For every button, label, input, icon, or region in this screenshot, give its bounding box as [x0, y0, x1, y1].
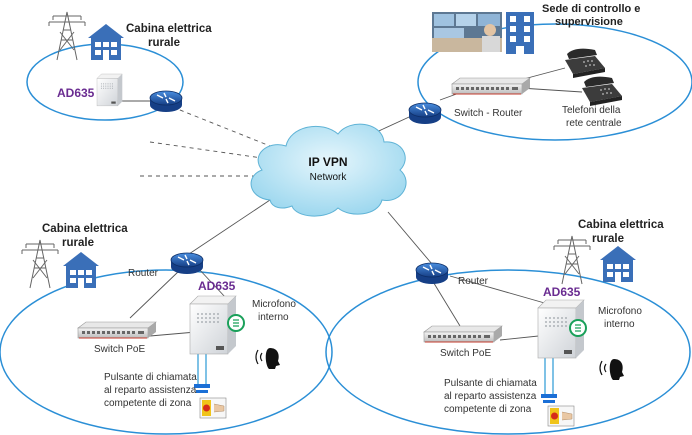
switch-router-label: Switch - Router	[454, 108, 523, 119]
microphone-icon	[227, 314, 245, 332]
power-pylon-icon	[21, 239, 59, 289]
router-label: Router	[458, 276, 489, 287]
site-bottom-right-boundary	[325, 269, 691, 435]
call-button-label-3: competente di zona	[444, 404, 532, 415]
site-bottom-right-label-2: rurale	[592, 233, 624, 245]
ad635-label: AD635	[543, 285, 581, 299]
speaking-person-icon	[255, 347, 281, 370]
router-icon	[408, 102, 442, 125]
call-button-label-1: Pulsante di chiamata	[444, 378, 537, 389]
mic-label-2: interno	[258, 312, 289, 323]
poe-switch-label: Switch PoE	[440, 348, 491, 359]
call-button-connector-icon	[541, 394, 557, 403]
router-icon	[149, 90, 183, 113]
site-top-right-boundary	[417, 23, 692, 141]
call-button-label-3: competente di zona	[104, 398, 192, 409]
poe-switch-icon	[423, 325, 503, 343]
ad635-device-icon	[96, 73, 123, 107]
speaking-person-icon	[599, 358, 625, 381]
power-pylon-icon	[553, 235, 591, 285]
button-cables	[197, 352, 554, 394]
mic-label-1: Microfono	[598, 306, 642, 317]
mic-label-1: Microfono	[252, 299, 296, 310]
call-button-label-2: al reparto assistenza	[104, 385, 197, 396]
site-top-left-label-2: rurale	[148, 37, 180, 49]
site-bottom-left-label-1: Cabina elettrica	[42, 223, 128, 235]
call-button-icon	[547, 405, 575, 427]
desk-phone-icon	[565, 48, 605, 78]
router-icon	[415, 262, 449, 285]
ip-vpn-cloud	[250, 123, 407, 217]
office-building-icon	[506, 12, 534, 54]
ad635-label: AD635	[198, 279, 236, 293]
call-button-icon	[199, 397, 227, 419]
router-icon	[170, 252, 204, 275]
call-button-label-1: Pulsante di chiamata	[104, 372, 197, 383]
router-label: Router	[128, 268, 159, 279]
poe-switch-label: Switch PoE	[94, 344, 145, 355]
microphone-icon	[569, 319, 587, 337]
hq-label-1: Sede di controllo e	[542, 3, 640, 15]
building-icon	[600, 246, 636, 282]
site-bottom-left-boundary	[0, 269, 333, 435]
poe-switch-icon	[77, 321, 157, 339]
hq-label-2: supervisione	[555, 16, 623, 28]
site-bottom-right-label-1: Cabina elettrica	[578, 219, 664, 231]
building-icon	[63, 252, 99, 288]
building-icon	[88, 24, 124, 60]
desk-phone-icon	[582, 76, 622, 106]
ad635-label: AD635	[57, 86, 95, 100]
mic-label-2: interno	[604, 319, 635, 330]
phones-label-1: Telefoni della	[562, 105, 621, 116]
call-button-connector-icon	[194, 384, 210, 393]
control-room-photo-icon	[432, 12, 502, 52]
site-bottom-left-label-2: rurale	[62, 237, 94, 249]
site-top-left-label-1: Cabina elettrica	[126, 23, 212, 35]
call-button-label-2: al reparto assistenza	[444, 391, 537, 402]
switch-router-icon	[451, 77, 531, 95]
phones-label-2: rete centrale	[566, 118, 622, 129]
cloud-subtitle: Network	[310, 172, 348, 183]
cloud-title: IP VPN	[308, 155, 347, 169]
